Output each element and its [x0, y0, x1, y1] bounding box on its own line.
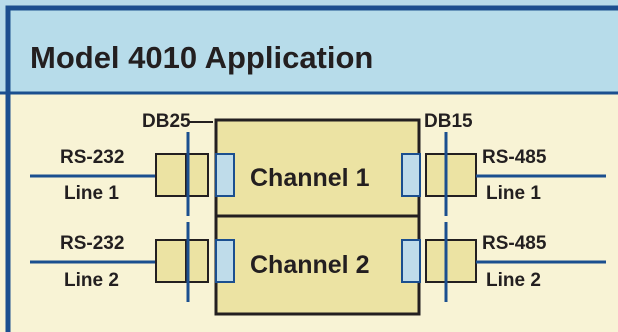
db25-connector-1-plug [155, 153, 187, 197]
db25-connector-1-socket [187, 153, 209, 197]
connector-label-db15: DB15 [424, 111, 473, 132]
channel-1-label: Channel 1 [250, 164, 370, 192]
left-protocol-label-1: RS-232 [60, 147, 124, 168]
left-protocol-label-2: RS-232 [60, 233, 124, 254]
db15-connector-1-plug [445, 153, 477, 197]
db15-connector-2-socket [425, 239, 447, 283]
db15-connector-1-socket [425, 153, 447, 197]
channel-1-left-port [215, 153, 235, 197]
channel-2-label: Channel 2 [250, 251, 369, 279]
left-line-label-2: Line 2 [64, 270, 119, 291]
diagram-title: Model 4010 Application [30, 40, 373, 75]
right-line-label-1: Line 1 [486, 183, 541, 204]
right-line-label-2: Line 2 [486, 270, 541, 291]
db15-connector-2-plug [445, 239, 477, 283]
header-band [0, 0, 618, 94]
channel-2-left-port [215, 239, 235, 283]
right-protocol-label-2: RS-485 [482, 233, 547, 254]
channel-2-right-port [401, 239, 421, 283]
channel-1-right-port [401, 153, 421, 197]
channel-2-box [214, 214, 421, 316]
db25-connector-2-plug [155, 239, 187, 283]
right-protocol-label-1: RS-485 [482, 147, 547, 168]
outer-border [5, 5, 618, 332]
db25-connector-2-socket [187, 239, 209, 283]
connector-label-db25: DB25 [142, 111, 191, 132]
left-line-label-1: Line 1 [64, 183, 119, 204]
